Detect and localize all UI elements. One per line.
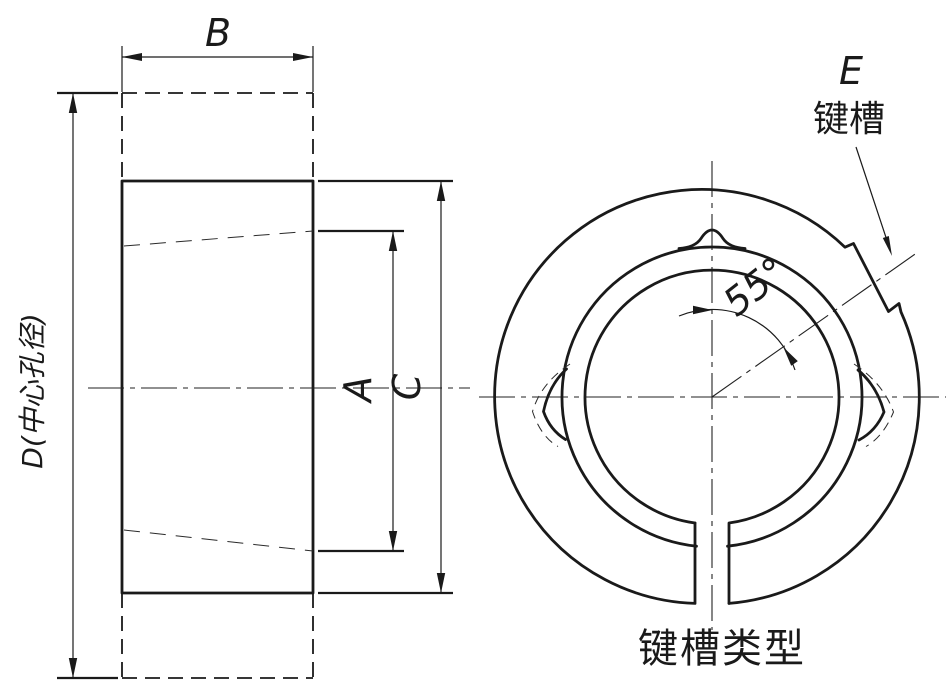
dim-a-arrow-top [388, 231, 398, 251]
dim-label-c: C [385, 373, 429, 400]
outer-circle-with-keyway [493, 188, 921, 605]
dim-b-extension-lines [121, 46, 314, 92]
left-ear-hidden [531, 363, 571, 447]
dim-label-d: D(中心孔径) [16, 313, 49, 468]
dim-c-arrow-top [436, 181, 446, 201]
dim-c-arrow-bottom [436, 573, 446, 593]
keyway-leader-arrow [882, 236, 892, 256]
keyway-label: 键槽 [813, 99, 885, 140]
dim-d-arrow-bottom [68, 658, 78, 678]
dim-d-arrow-top [68, 93, 78, 113]
taper-line-lower [123, 529, 314, 552]
right-ear-hidden [853, 363, 895, 447]
side-view: B D(中心孔径) A C [16, 11, 470, 680]
front-view: 55° E 键槽 键槽类型 [479, 49, 946, 672]
dim-label-b: B [205, 11, 231, 55]
body-outline [120, 179, 315, 595]
dim-a-arrow-bottom [388, 531, 398, 551]
dim-b-arrow-right [293, 53, 313, 61]
left-ear [542, 367, 568, 441]
angle-label: 55° [715, 249, 795, 325]
top-key-bump [677, 228, 747, 250]
caption-keyway-type: 键槽类型 [638, 626, 806, 672]
dim-b-arrow-left [122, 53, 142, 61]
bore-circle [583, 268, 841, 605]
dim-label-a: A [336, 376, 380, 405]
keyway-leader-line [855, 146, 892, 252]
right-ear [856, 368, 886, 442]
keyway-letter-label: E [839, 49, 863, 93]
taper-line-upper [123, 230, 314, 247]
middle-circle [560, 245, 864, 548]
angle-arrow-top [693, 305, 713, 315]
angle-arrow-bottom [783, 347, 798, 366]
